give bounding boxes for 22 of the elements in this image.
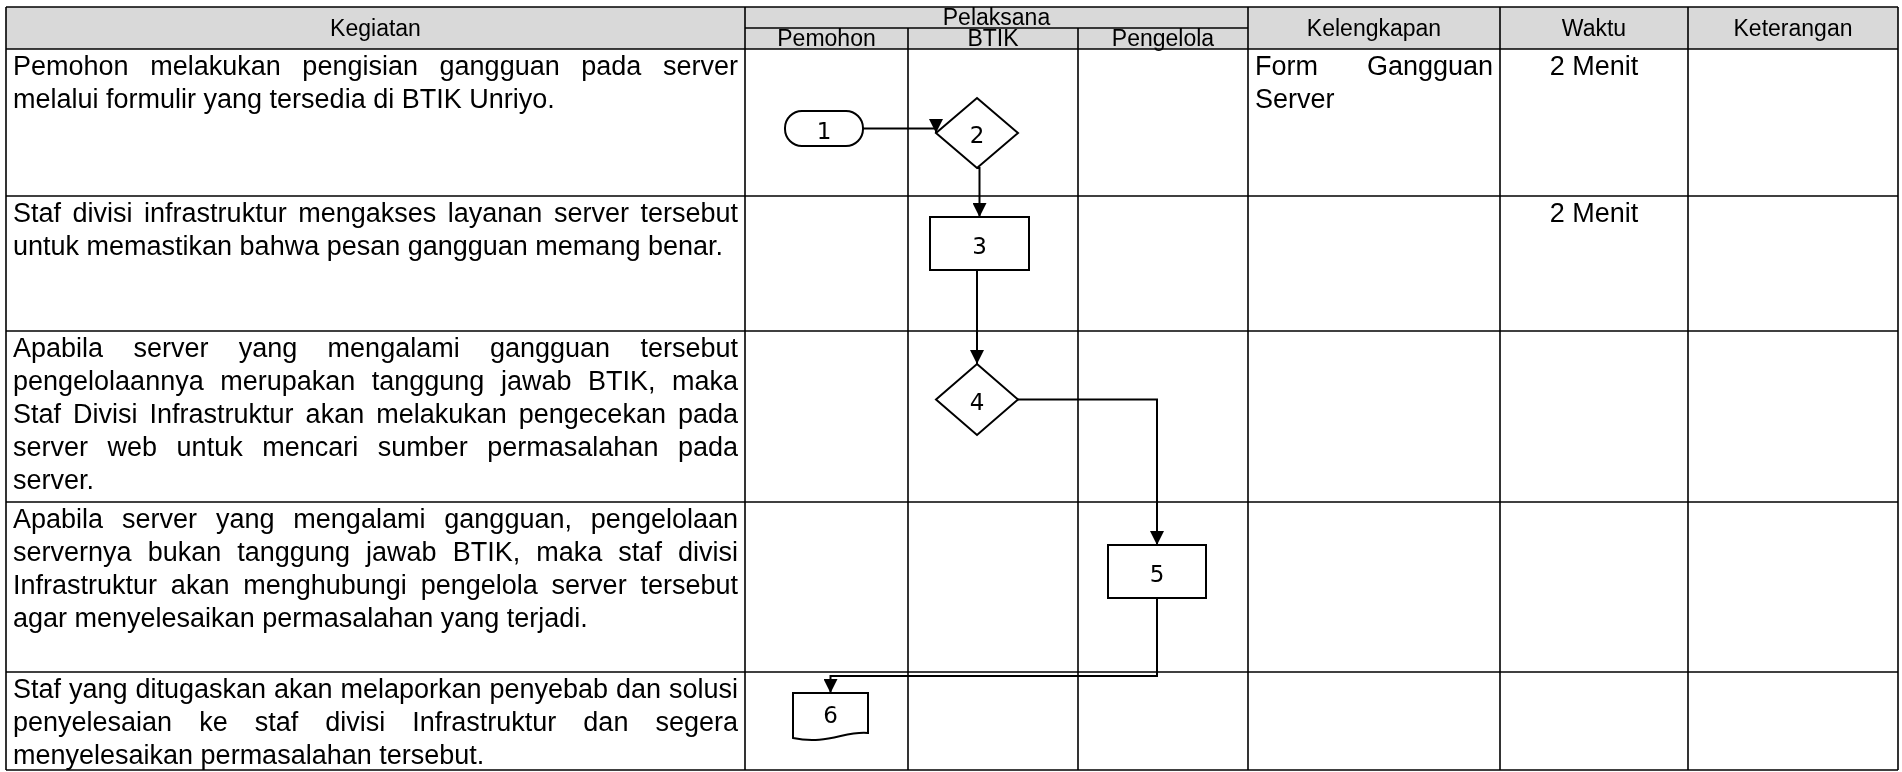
column-header: Waktu xyxy=(1500,7,1688,49)
process-box: 3 xyxy=(930,217,1029,270)
arrow xyxy=(1017,398,1164,546)
column-header: Kegiatan xyxy=(6,7,745,49)
activity-text: Apabila server yang mengalami gangguan, pengelolaan servernya bukan tanggung jawab BTIK, maka staf divisi Infrastruktur akan menghubungi pengelola server tersebut agar menyelesaikan permasalahan yang terjadi. xyxy=(13,503,738,635)
arrow xyxy=(970,269,984,365)
terminator-shape: 1 xyxy=(785,111,863,146)
activity-text: Staf yang ditugaskan akan melaporkan penyebab dan solusi penyelesaian ke staf divisi Infrastruktur dan segera menyelesaikan permasalahan tersebut. xyxy=(13,673,738,772)
document-text: Form Gangguan Server xyxy=(1255,50,1493,116)
arrow xyxy=(823,597,1158,694)
document-shape: 6 xyxy=(793,693,868,743)
column-header: Keterangan xyxy=(1688,7,1898,49)
column-header: Kelengkapan xyxy=(1248,7,1500,49)
duration-text: 2 Menit xyxy=(1548,50,1640,83)
activity-text: Apabila server yang mengalami gangguan tersebut pengelolaannya merupakan tanggung jawab BTIK, maka Staf Divisi Infrastruktur akan melakukan pengecekan pada server web untuk mencari sumber permasalahan pada server. xyxy=(13,332,738,497)
duration-text: 2 Menit xyxy=(1548,197,1640,230)
activity-text: Staf divisi infrastruktur mengakses layanan server tersebut untuk memastikan bahwa pesan gangguan memang benar. xyxy=(13,197,738,263)
process-box: 5 xyxy=(1108,545,1206,598)
activity-text: Pemohon melakukan pengisian gangguan pada server melalui formulir yang tersedia di BTIK Unriyo. xyxy=(13,50,738,116)
decision-diamond: 2 xyxy=(936,98,1018,168)
arrow xyxy=(972,167,987,218)
decision-diamond: 4 xyxy=(936,364,1018,435)
